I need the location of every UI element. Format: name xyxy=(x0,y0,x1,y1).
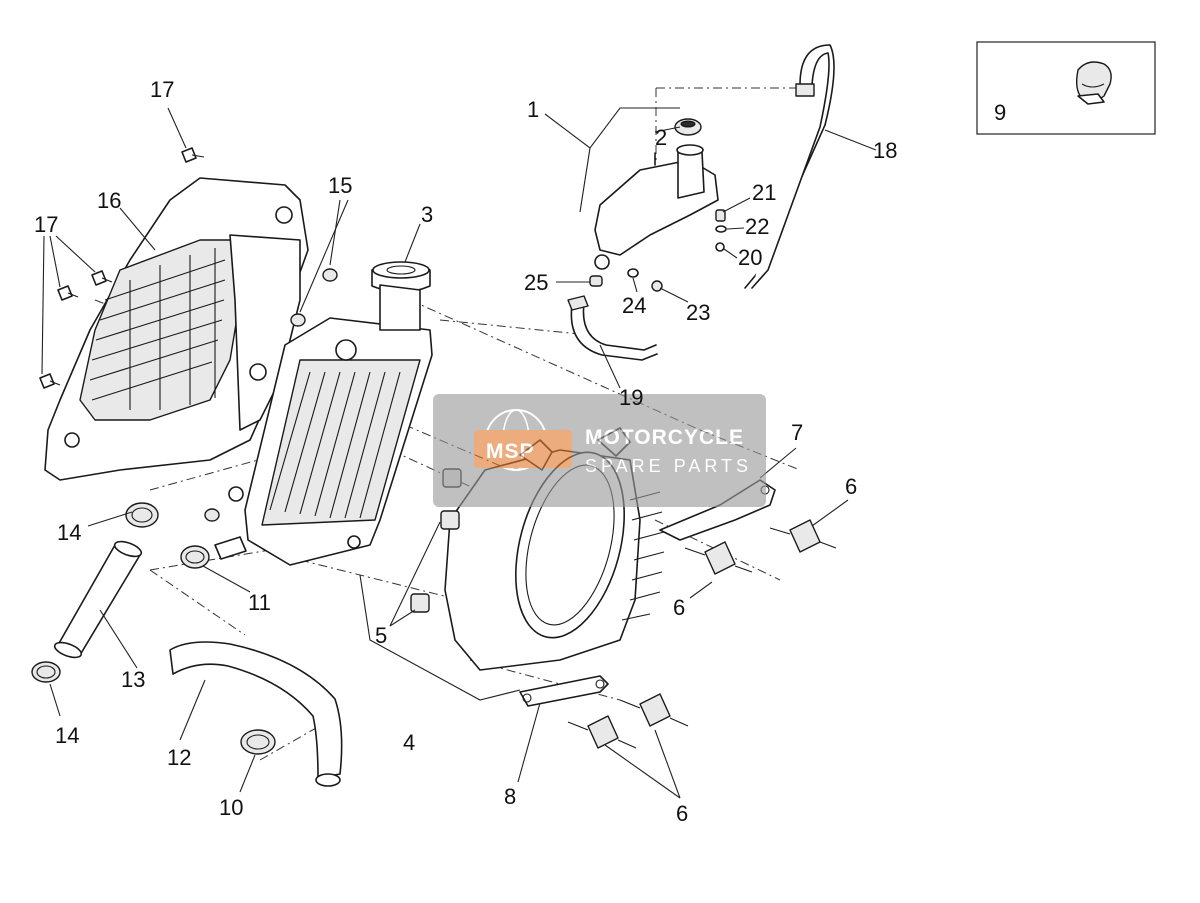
screw-part-20[interactable] xyxy=(715,242,725,252)
washer-part-24[interactable] xyxy=(627,268,639,278)
watermark-logo: MSP xyxy=(486,440,535,463)
callout-17-a: 17 xyxy=(150,77,174,102)
callout-17-b: 17 xyxy=(34,212,58,237)
clamp-part-10[interactable] xyxy=(240,729,276,755)
connector-part-21[interactable] xyxy=(715,209,726,222)
screw-part-23[interactable] xyxy=(651,280,663,292)
callout-numbers: 1 2 3 4 5 6 6 6 7 8 9 10 11 12 13 14 14 … xyxy=(34,77,1006,826)
callout-21: 21 xyxy=(752,180,776,205)
callout-3: 3 xyxy=(421,202,433,227)
callout-25: 25 xyxy=(524,270,548,295)
callout-19: 19 xyxy=(619,385,643,410)
callout-6-b: 6 xyxy=(673,595,685,620)
callout-22: 22 xyxy=(745,214,769,239)
callout-15: 15 xyxy=(328,173,352,198)
inset-box xyxy=(976,41,1156,135)
callout-5: 5 xyxy=(375,623,387,648)
hose-part-19[interactable] xyxy=(567,295,658,361)
expansion-tank-part-1[interactable] xyxy=(594,144,719,270)
watermark: MSP MOTORCYCLE SPARE PARTS xyxy=(433,394,766,507)
radiator-part-3[interactable] xyxy=(214,261,433,566)
clamp-part-14-top[interactable] xyxy=(125,502,159,528)
callout-20: 20 xyxy=(738,245,762,270)
callout-24: 24 xyxy=(622,293,646,318)
grommet-part-15-a[interactable] xyxy=(322,268,338,282)
clip-part-5-b[interactable] xyxy=(440,510,460,530)
callout-1: 1 xyxy=(527,97,539,122)
watermark-box xyxy=(433,394,766,507)
callout-13: 13 xyxy=(121,667,145,692)
clamp-part-9[interactable] xyxy=(1075,61,1112,105)
rubber-mount-part-6-a[interactable] xyxy=(769,519,837,553)
bolt-part-17-c[interactable] xyxy=(39,373,61,389)
callout-6-c: 6 xyxy=(676,801,688,826)
callout-11: 11 xyxy=(248,590,271,615)
callout-12: 12 xyxy=(167,745,191,770)
callout-4: 4 xyxy=(403,730,415,755)
clamp-part-14-bottom[interactable] xyxy=(31,661,61,683)
callout-2: 2 xyxy=(655,125,667,150)
hose-part-18[interactable] xyxy=(744,44,835,289)
leader-lines xyxy=(41,107,877,799)
clip-part-5-c[interactable] xyxy=(410,593,430,613)
callout-6-a: 6 xyxy=(845,474,857,499)
radiator-cover-part-16[interactable] xyxy=(44,177,309,481)
hose-part-13[interactable] xyxy=(53,539,143,661)
washer-near-radiator[interactable] xyxy=(204,508,220,522)
washer-part-22[interactable] xyxy=(715,225,727,233)
callout-9: 9 xyxy=(994,100,1006,125)
callout-10: 10 xyxy=(219,795,243,820)
grommet-part-15-b[interactable] xyxy=(290,313,306,327)
grommet-part-25[interactable] xyxy=(589,275,603,287)
rubber-mount-part-6-d[interactable] xyxy=(567,715,637,749)
hose-part-12[interactable] xyxy=(169,641,343,787)
cap-part-2[interactable] xyxy=(674,118,702,136)
callout-18: 18 xyxy=(873,138,897,163)
callout-16: 16 xyxy=(97,188,121,213)
callout-7: 7 xyxy=(791,420,803,445)
watermark-logo-badge xyxy=(474,430,572,468)
callout-23: 23 xyxy=(686,300,710,325)
watermark-line1: MOTORCYCLE xyxy=(585,426,744,449)
bolt-part-17-b[interactable] xyxy=(57,285,79,301)
clamp-part-11[interactable] xyxy=(180,545,210,569)
bolt-part-17-a[interactable] xyxy=(91,270,113,286)
callout-14-b: 14 xyxy=(55,723,79,748)
bracket-part-8[interactable] xyxy=(519,675,609,707)
bolt-part-17-top[interactable] xyxy=(181,147,205,163)
rubber-mount-part-6-c[interactable] xyxy=(619,693,689,727)
callout-8: 8 xyxy=(504,784,516,809)
rubber-mount-part-6-b[interactable] xyxy=(684,541,753,575)
callout-14-a: 14 xyxy=(57,520,81,545)
watermark-line2: SPARE PARTS xyxy=(585,456,752,476)
